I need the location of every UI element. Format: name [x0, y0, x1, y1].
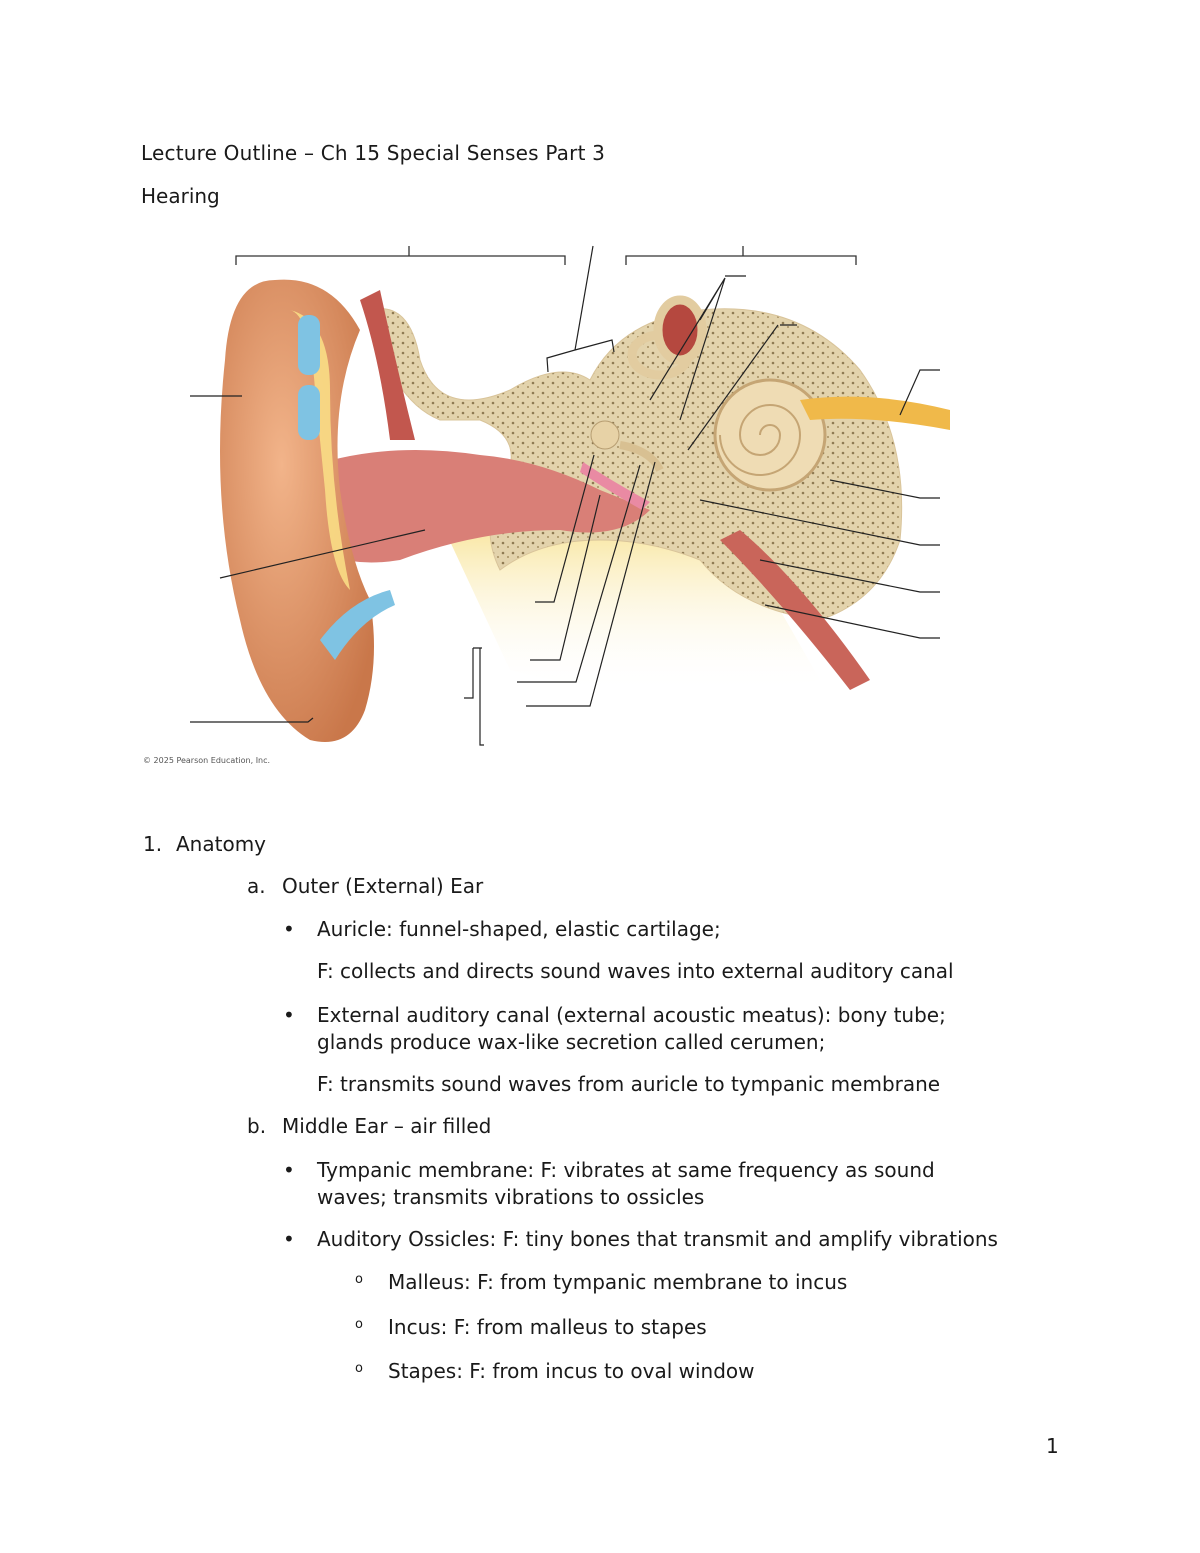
- list-item: External auditory canal (external acoust…: [317, 1003, 946, 1027]
- sub-list-item: Stapes: F: from incus to oval window: [388, 1359, 755, 1383]
- list-item-function: F: transmits sound waves from auricle to…: [317, 1072, 941, 1096]
- list-marker: b.: [247, 1114, 267, 1138]
- subsection-heading: Middle Ear – air filled: [282, 1114, 492, 1138]
- list-item-function: F: collects and directs sound waves into…: [317, 959, 954, 983]
- list-item-continued: waves; transmits vibrations to ossicles: [317, 1185, 705, 1209]
- subsection-heading: Outer (External) Ear: [282, 874, 484, 898]
- list-item-continued: glands produce wax-like secretion called…: [317, 1030, 826, 1054]
- sub-list-item: Incus: F: from malleus to stapes: [388, 1315, 707, 1339]
- bullet: •: [283, 1003, 295, 1027]
- sub-bullet: o: [355, 1317, 363, 1332]
- bullet: •: [283, 1158, 295, 1182]
- sub-list-item: Malleus: F: from tympanic membrane to in…: [388, 1270, 848, 1294]
- figure-credit: © 2025 Pearson Education, Inc.: [143, 756, 271, 765]
- bullet: •: [283, 1227, 295, 1251]
- list-item: Auditory Ossicles: F: tiny bones that tr…: [317, 1227, 998, 1251]
- document-subtitle: Hearing: [141, 184, 220, 208]
- list-item: Auricle: funnel-shaped, elastic cartilag…: [317, 917, 721, 941]
- sub-bullet: o: [355, 1361, 363, 1376]
- sub-bullet: o: [355, 1272, 363, 1287]
- section-heading: Anatomy: [176, 832, 267, 856]
- page-number: 1: [1046, 1434, 1059, 1458]
- bullet: •: [283, 917, 295, 941]
- document-title: Lecture Outline – Ch 15 Special Senses P…: [141, 141, 606, 165]
- ear-anatomy-diagram: [180, 240, 980, 760]
- list-marker: a.: [247, 874, 266, 898]
- list-marker: 1.: [143, 832, 163, 856]
- list-item: Tympanic membrane: F: vibrates at same f…: [317, 1158, 935, 1182]
